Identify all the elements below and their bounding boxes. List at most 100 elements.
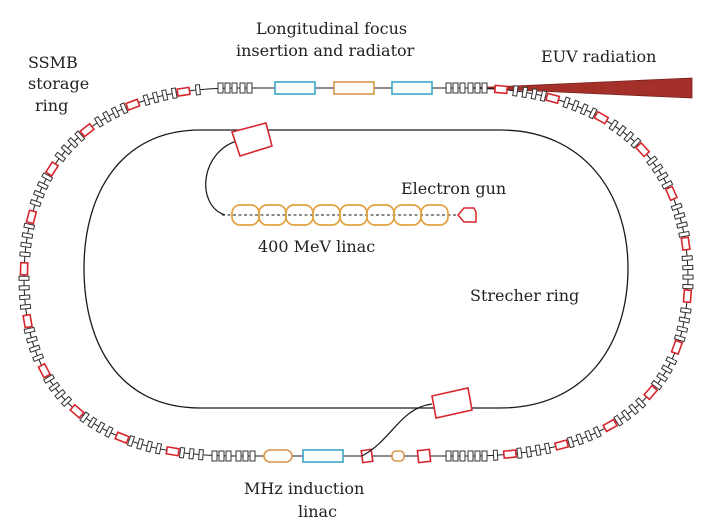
quadrupole-magnet <box>562 96 571 109</box>
quadrupole-magnet <box>673 211 686 220</box>
quadrupole-magnet <box>676 221 689 229</box>
dipole-magnet <box>124 98 141 112</box>
dipole-magnet <box>19 261 29 276</box>
quadrupole-magnet <box>571 99 580 112</box>
quadrupole-magnet <box>656 171 669 182</box>
linac-cell <box>420 204 449 226</box>
quadrupole-magnet <box>673 334 686 343</box>
bottom-left-quadrupoles <box>211 450 256 462</box>
quadrupole-magnet <box>512 85 519 97</box>
inner-bend-magnet-bottom <box>431 387 473 419</box>
ring-magnet-lattice <box>18 84 694 461</box>
quadrupole-magnet <box>525 445 533 458</box>
quadrupole-magnet <box>682 283 694 290</box>
quadrupole-magnet <box>188 448 195 460</box>
dipole-magnet <box>114 431 131 445</box>
dipole-magnet <box>493 84 509 95</box>
dipole-magnet <box>634 141 651 158</box>
quadrupole-magnet <box>32 189 46 199</box>
quadrupole-magnet <box>19 294 31 301</box>
dipole-magnet <box>176 86 191 97</box>
dipole-magnet <box>680 236 691 252</box>
quadrupole-magnet <box>539 90 548 102</box>
quadrupole-magnet <box>630 137 642 149</box>
label-ssmb-line3: ring <box>35 96 68 115</box>
quadrupole-magnet <box>151 91 160 104</box>
dipole-magnet <box>593 110 610 125</box>
quadrupole-magnet <box>19 303 32 310</box>
quadrupole-magnet <box>110 106 121 119</box>
quadrupole-magnet <box>198 449 204 461</box>
stretcher-ring <box>83 129 629 409</box>
quadrupole-magnet <box>623 130 635 143</box>
dipole-magnet <box>682 288 693 304</box>
quadrupole-magnet <box>646 155 658 167</box>
extraction-line <box>361 403 433 457</box>
injection-kicker-2 <box>416 448 432 464</box>
dipole-magnet <box>37 362 52 379</box>
quadrupole-magnet <box>74 130 86 142</box>
dipole-magnet <box>670 339 684 356</box>
label-mhz-line2: linac <box>298 502 337 521</box>
label-mhz-line1: MHz induction <box>244 479 364 498</box>
quadrupole-magnet <box>136 437 145 450</box>
quadrupole-magnet <box>613 414 624 427</box>
dipole-magnet <box>553 439 570 451</box>
quadrupole-magnet <box>178 446 186 459</box>
quadrupole-magnet <box>530 88 538 100</box>
quadrupole-magnet <box>19 251 31 258</box>
quadrupole-magnet <box>608 119 619 132</box>
dipole-magnet <box>642 384 659 401</box>
quadrupole-magnet <box>23 222 36 230</box>
quadrupole-magnet <box>170 87 178 100</box>
induction-cavity-orange <box>263 449 293 463</box>
induction-linac-cyan <box>302 449 344 463</box>
quadrupole-magnet <box>592 426 602 439</box>
bottom-straight-elements <box>211 448 488 464</box>
quadrupole-magnet <box>635 397 647 409</box>
dipole-magnet <box>165 445 181 457</box>
injection-septum-orange <box>391 450 405 462</box>
quadrupole-magnet <box>681 255 693 262</box>
quadrupole-magnet <box>588 107 598 120</box>
quadrupole-magnet <box>516 447 523 459</box>
quadrupole-magnet <box>680 307 692 314</box>
dipole-magnet <box>544 92 561 105</box>
dipole-magnet <box>22 313 34 329</box>
quadrupole-magnet <box>521 86 529 99</box>
quadrupole-magnet <box>661 180 674 190</box>
quadrupole-magnet <box>93 115 104 128</box>
quadrupole-magnet <box>25 335 38 344</box>
electron-gun-icon <box>457 207 477 223</box>
quadrupole-magnet <box>543 442 552 455</box>
quadrupole-magnet <box>48 381 61 393</box>
quadrupole-magnet <box>95 421 106 434</box>
quadrupole-magnet <box>656 372 669 383</box>
dipole-magnet <box>79 122 96 138</box>
quadrupole-magnet <box>29 198 42 208</box>
dipole-magnet <box>25 209 38 225</box>
quadrupole-magnet <box>660 364 673 375</box>
quadrupole-magnet <box>682 274 694 280</box>
quadrupole-magnet <box>54 151 67 163</box>
inner-bend-magnet-top <box>230 122 273 157</box>
quadrupole-magnet <box>43 373 55 384</box>
quadrupole-magnet <box>575 433 584 446</box>
quadrupole-magnet <box>670 202 683 211</box>
quadrupole-magnet <box>20 241 32 249</box>
quadrupole-magnet <box>102 110 112 123</box>
ssmb-storage-ring <box>23 87 689 457</box>
quadrupole-magnet <box>154 442 163 455</box>
modulator-cyan-left <box>274 81 316 95</box>
quadrupole-magnet <box>28 344 41 353</box>
euv-beam <box>467 77 693 99</box>
quadrupole-magnet <box>79 411 90 424</box>
quadrupole-magnet <box>60 395 73 408</box>
quadrupole-magnet <box>119 102 129 115</box>
quadrupole-magnet <box>194 84 201 96</box>
quadrupole-magnet <box>616 124 627 137</box>
label-focus-line2: insertion and radiator <box>236 41 415 60</box>
dipole-magnet <box>664 185 679 202</box>
quadrupole-magnet <box>21 232 34 239</box>
